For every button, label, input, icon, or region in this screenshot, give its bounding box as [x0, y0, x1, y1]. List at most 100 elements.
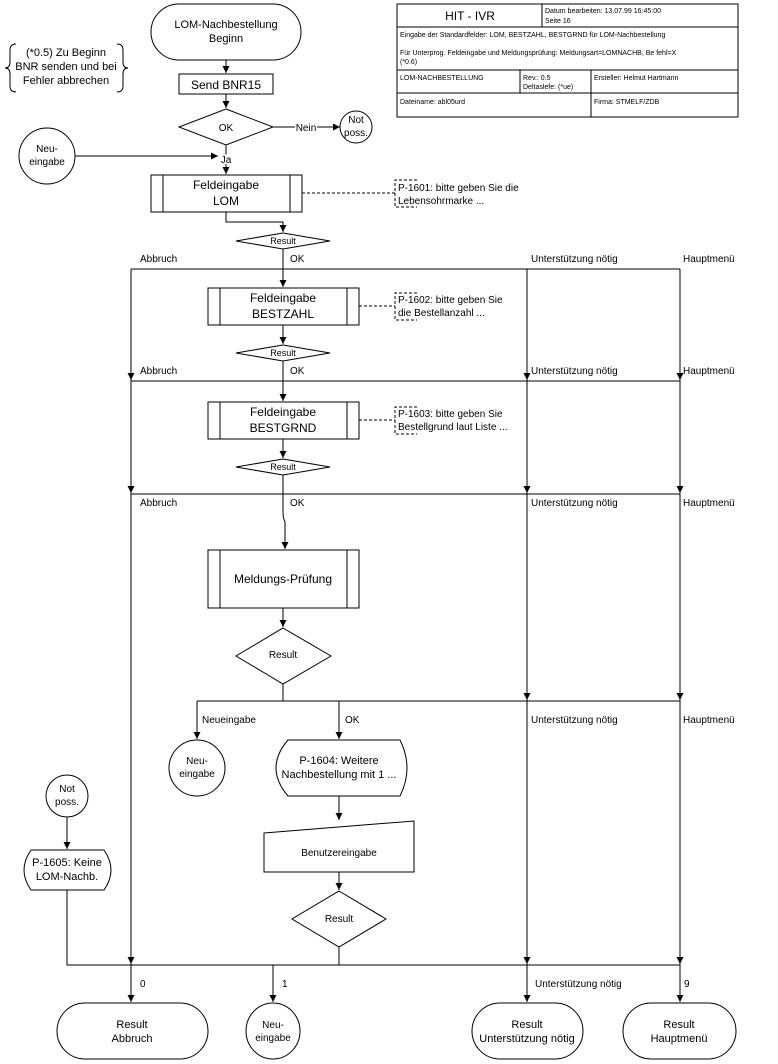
svg-text:Result: Result	[270, 348, 296, 358]
svg-text:Abbruch: Abbruch	[112, 1033, 153, 1045]
note-brace: (*0.5) Zu Beginn BNR senden und bei Fehl…	[4, 43, 129, 93]
svg-text:Not: Not	[348, 115, 364, 126]
svg-text:Lebensohrmarke ...: Lebensohrmarke ...	[398, 196, 484, 207]
svg-text:P-1605: Keine: P-1605: Keine	[32, 857, 102, 869]
meldungs-pruefung-box: Meldungs-Prüfung	[207, 549, 360, 609]
label-abbruch-1: Abbruch	[140, 254, 177, 265]
svg-text:P-1603: bitte geben Sie: P-1603: bitte geben Sie	[398, 409, 503, 420]
svg-text:Result: Result	[116, 1019, 147, 1031]
svg-text:Result: Result	[325, 914, 354, 925]
label-hauptmenue-1: Hauptmenü	[683, 254, 735, 265]
svg-text:BESTZAHL: BESTZAHL	[252, 307, 314, 321]
svg-text:LOM-Nachbestellung: LOM-Nachbestellung	[174, 19, 277, 31]
neueingabe-connector-a: Neu- eingabe	[18, 127, 76, 185]
svg-text:Result: Result	[663, 1019, 694, 1031]
svg-text:Neu-: Neu-	[186, 756, 208, 767]
result-decision-4: Result	[235, 627, 332, 685]
prompt-p1604-display: P-1604: Weitere Nachbestellung mit 1 ...	[275, 739, 408, 797]
label-hauptmenue-2: Hauptmenü	[683, 366, 735, 377]
label-out-1: 1	[282, 979, 288, 990]
label-hauptmenue-3: Hauptmenü	[683, 498, 735, 509]
header-rev-2: Deltaslefe: (*ue)	[523, 84, 573, 91]
header-date: Datum bearbeiten: 13.07.99 16:45:00	[545, 8, 661, 15]
svg-text:eingabe: eingabe	[255, 1033, 291, 1044]
benutzereingabe-manual-input: Benutzereingabe	[263, 820, 415, 873]
end-neueingabe: Neu- eingabe	[245, 1002, 301, 1060]
svg-text:Bestellgrund laut Liste ...: Bestellgrund laut Liste ...	[398, 422, 508, 433]
feldeingabe-bestzahl-box: Feldeingabe BESTZAHL	[207, 287, 360, 326]
svg-text:LOM-Nachb.: LOM-Nachb.	[36, 871, 98, 883]
svg-text:Result: Result	[270, 236, 296, 246]
label-ok-1: OK	[290, 254, 305, 265]
svg-text:BNR senden und bei: BNR senden und bei	[15, 61, 117, 73]
label-ok-2: OK	[290, 366, 305, 377]
start-terminator: LOM-Nachbestellung Beginn	[150, 3, 302, 61]
prompt-p1603: P-1603: bitte geben Sie Bestellgrund lau…	[394, 406, 508, 435]
send-bnr15-box: Send BNR15	[178, 73, 274, 95]
svg-text:Neu-: Neu-	[36, 144, 58, 155]
header-title: HIT - IVR	[445, 9, 495, 23]
svg-text:Hauptmenü: Hauptmenü	[651, 1033, 708, 1045]
label-ok-4: OK	[345, 715, 360, 726]
end-result-unterstuetzung: Result Unterstützung nötig	[471, 1002, 584, 1060]
svg-text:OK: OK	[219, 123, 234, 134]
svg-text:Feldeingabe: Feldeingabe	[250, 291, 316, 305]
connector	[225, 212, 287, 232]
header-module: LOM-NACHBESTELLUNG	[400, 75, 484, 82]
result-decision-2: Result	[235, 344, 331, 362]
svg-text:poss.: poss.	[55, 797, 79, 808]
label-unterstuetzung-3: Unterstützung nötig	[531, 498, 618, 509]
header-company: Firma: STMELF/ZDB	[594, 99, 660, 106]
feldeingabe-lom-box: Feldeingabe LOM	[150, 174, 303, 213]
svg-text:Meldungs-Prüfung: Meldungs-Prüfung	[234, 572, 332, 586]
result-decision-5: Result	[291, 890, 387, 948]
svg-text:eingabe: eingabe	[29, 157, 65, 168]
svg-text:Send BNR15: Send BNR15	[191, 78, 261, 92]
svg-text:Result: Result	[511, 1019, 542, 1031]
svg-text:Not: Not	[59, 784, 75, 795]
svg-text:(*0.5) Zu Beginn: (*0.5) Zu Beginn	[26, 47, 106, 59]
bottom-bar	[66, 890, 680, 966]
svg-text:Feldeingabe: Feldeingabe	[193, 178, 259, 192]
svg-text:BESTGRND: BESTGRND	[250, 421, 317, 435]
label-neueingabe: Neueingabe	[202, 715, 256, 726]
header-desc-3: (*0.6)	[400, 59, 417, 66]
label-out-0: 0	[140, 979, 146, 990]
end-result-abbruch: Result Abbruch	[56, 1002, 209, 1060]
label-abbruch-3: Abbruch	[140, 498, 177, 509]
header-author: Ersteller: Helmut Hartmann	[594, 75, 679, 82]
label-unterstuetzung-1: Unterstützung nötig	[531, 254, 618, 265]
svg-text:P-1602: bitte geben Sie: P-1602: bitte geben Sie	[398, 295, 503, 306]
header-page: Seite 16	[545, 18, 571, 25]
label-ok-3: OK	[290, 498, 305, 509]
svg-text:Fehler abbrechen: Fehler abbrechen	[23, 75, 109, 87]
header-desc-1: Eingabe der Standardfelder: LOM, BESTZAH…	[400, 32, 665, 39]
result-decision-1: Result	[235, 232, 331, 250]
label-out-9: 9	[684, 979, 690, 990]
not-possible-connector-b: Not poss.	[45, 774, 89, 818]
svg-text:eingabe: eingabe	[179, 769, 215, 780]
feldeingabe-bestgrnd-box: Feldeingabe BESTGRND	[207, 401, 360, 440]
not-possible-connector-a: Not poss.	[339, 110, 373, 144]
prompt-p1601: P-1601: bitte geben Sie die Lebensohrmar…	[394, 179, 519, 208]
label-nein: Nein	[296, 123, 317, 134]
header-desc-2: Für Unterprog. Feldeingabe und Meldungsp…	[400, 50, 677, 57]
svg-text:Unterstützung nötig: Unterstützung nötig	[479, 1033, 574, 1045]
svg-text:P-1604: Weitere: P-1604: Weitere	[299, 755, 378, 767]
svg-text:Result: Result	[270, 462, 296, 472]
svg-text:Result: Result	[269, 650, 298, 661]
connector	[281, 494, 289, 549]
svg-text:Benutzereingabe: Benutzereingabe	[301, 848, 377, 859]
svg-text:poss.: poss.	[344, 128, 368, 139]
ok-decision: OK	[177, 108, 275, 146]
svg-text:Neu-: Neu-	[262, 1020, 284, 1031]
prompt-p1605-display: P-1605: Keine LOM-Nachb.	[23, 849, 112, 891]
svg-text:die Bestellanzahl ...: die Bestellanzahl ...	[398, 308, 485, 319]
label-hauptmenue-4: Hauptmenü	[683, 715, 735, 726]
svg-text:P-1601: bitte geben Sie die: P-1601: bitte geben Sie die	[398, 183, 519, 194]
label-abbruch-2: Abbruch	[140, 366, 177, 377]
header-rev-1: Rev.: 0.5	[523, 75, 551, 82]
neueingabe-connector-b: Neu- eingabe	[168, 739, 226, 797]
prompt-p1602: P-1602: bitte geben Sie die Bestellanzah…	[394, 292, 503, 321]
